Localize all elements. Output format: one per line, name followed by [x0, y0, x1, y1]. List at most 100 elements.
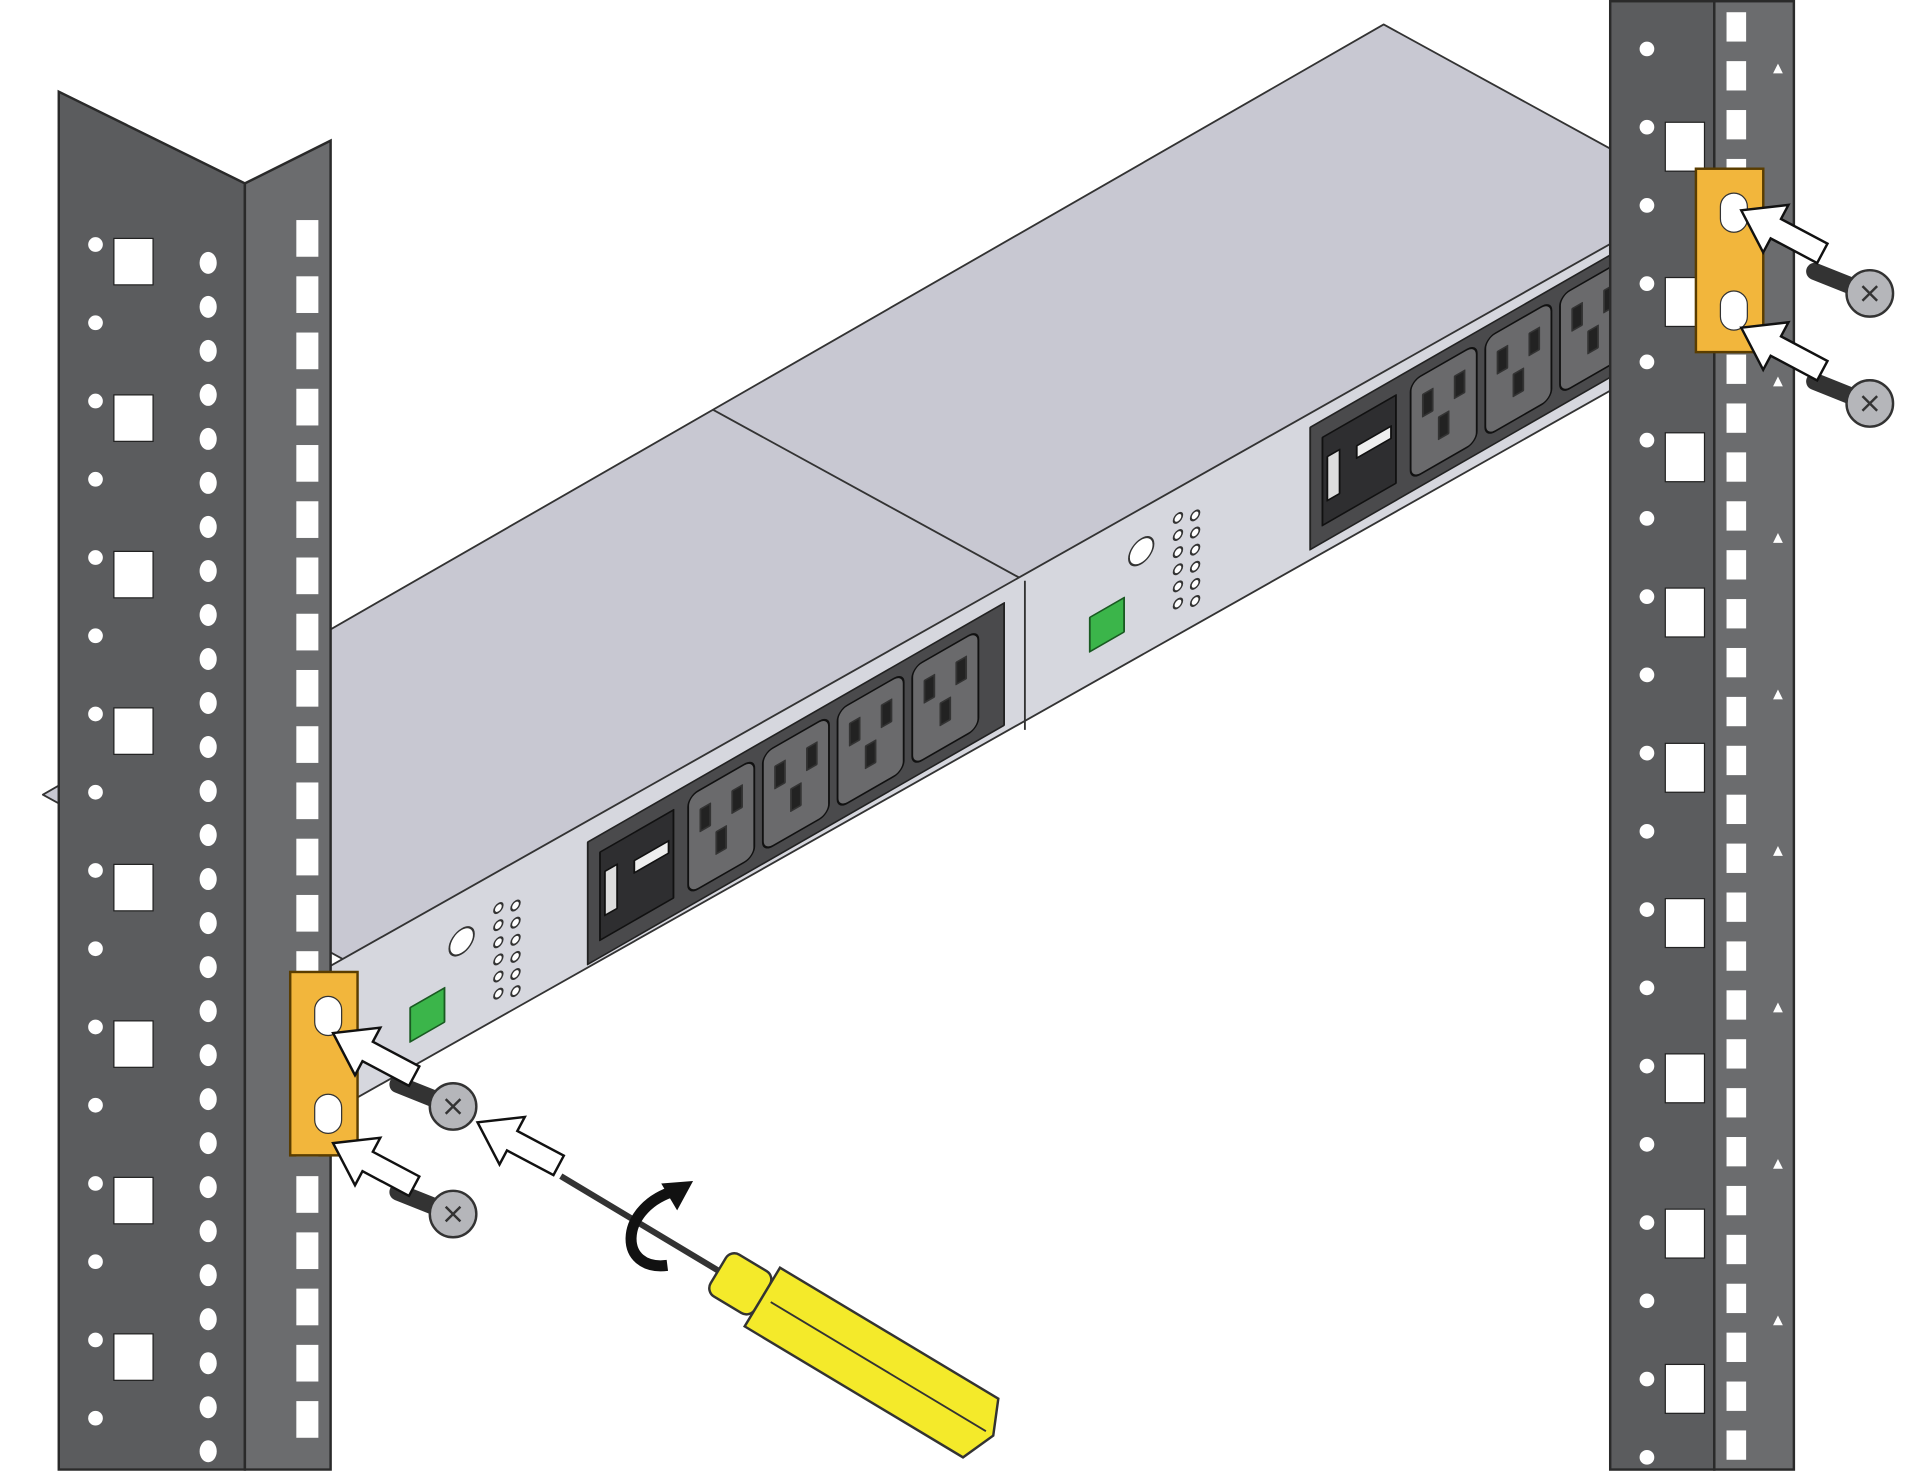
arrow-shape: [331, 1026, 421, 1088]
socket-pin: [731, 784, 743, 814]
arrow-shape: [1739, 203, 1830, 265]
round-hole: [1639, 276, 1655, 291]
vent-hole: [510, 933, 521, 946]
power-inlet: [1321, 394, 1397, 527]
vent-hole: [1189, 509, 1201, 522]
round-hole: [88, 550, 103, 565]
slot-hole: [1726, 550, 1747, 580]
round-hole: [88, 1254, 103, 1270]
square-hole: [113, 1176, 154, 1225]
round-hole: [88, 1019, 103, 1035]
round-hole: [1639, 41, 1655, 57]
arrow-shape: [475, 1115, 566, 1177]
arrow-shape: [331, 1136, 421, 1198]
vent-hole: [493, 987, 504, 1000]
round-hole: [88, 706, 103, 722]
square-hole: [1664, 1053, 1706, 1104]
fuse-icon: [1326, 448, 1341, 502]
slot-hole: [296, 1344, 319, 1382]
arrow-shape: [1739, 320, 1830, 383]
slot-hole: [1726, 1283, 1747, 1314]
slot-hole: [1726, 354, 1747, 384]
vent-hole: [1189, 543, 1201, 556]
socket-pin: [1421, 387, 1434, 418]
round-hole: [1639, 902, 1655, 917]
slot-hole: [296, 782, 319, 820]
slot-hole: [1726, 403, 1747, 433]
pdu-seam-top: [712, 408, 1026, 582]
square-hole: [1664, 432, 1706, 483]
slot-hole: [1726, 1088, 1747, 1118]
round-hole: [199, 691, 217, 714]
round-hole: [1639, 1450, 1655, 1465]
slot-hole: [1726, 501, 1747, 531]
bracket-slot: [314, 995, 343, 1037]
inlet-pin: [633, 839, 670, 874]
vent-hole: [1172, 563, 1184, 576]
slot-hole: [296, 557, 319, 595]
screw-cross: [444, 1098, 462, 1115]
vent-hole: [510, 916, 521, 929]
square-hole: [1664, 897, 1706, 949]
round-hole: [199, 1000, 217, 1023]
round-hole: [88, 941, 103, 957]
fuse-icon: [603, 863, 619, 917]
round-hole: [199, 1440, 217, 1463]
round-hole: [199, 515, 217, 538]
square-hole: [113, 550, 154, 599]
slot-hole: [296, 220, 319, 257]
round-hole: [1639, 1371, 1655, 1387]
round-hole: [88, 628, 103, 644]
arrow-icon: [331, 1136, 421, 1198]
triangle-mark: [1773, 1002, 1783, 1013]
socket-pin: [1528, 326, 1541, 357]
slot-hole: [1726, 452, 1747, 482]
socket-pin: [774, 759, 786, 790]
reset-button: [448, 926, 475, 957]
slot-hole: [296, 894, 319, 932]
round-hole: [199, 956, 217, 979]
vent-hole: [510, 968, 521, 981]
round-hole: [88, 1332, 103, 1348]
vent-hole: [1172, 597, 1184, 610]
triangle-mark: [1773, 1315, 1783, 1326]
vent-hole: [493, 919, 504, 932]
vent-hole: [493, 953, 504, 966]
slot-hole: [296, 613, 319, 651]
vent-hole: [1172, 546, 1184, 559]
round-hole: [88, 471, 103, 487]
bracket-slot: [314, 1093, 343, 1134]
socket-pin: [955, 655, 968, 686]
round-hole: [199, 912, 217, 935]
terminal-block: [1088, 596, 1126, 653]
screwdriver-icon: [559, 1173, 1000, 1459]
vent-hole: [1189, 526, 1201, 539]
round-hole: [199, 1176, 217, 1199]
socket-pin: [923, 673, 936, 704]
vent-hole: [510, 985, 521, 998]
square-hole: [1664, 1208, 1706, 1259]
round-hole: [199, 1220, 217, 1243]
square-hole: [113, 1020, 154, 1068]
round-hole: [1639, 667, 1655, 683]
slot-hole: [296, 726, 319, 763]
square-hole: [1664, 1363, 1706, 1414]
round-hole: [199, 251, 217, 274]
arrow-icon: [331, 1026, 421, 1088]
power-inlet: [599, 808, 675, 942]
handle-edge: [770, 1301, 987, 1432]
socket-pin: [699, 802, 712, 833]
round-hole: [1639, 1058, 1655, 1074]
square-hole: [113, 237, 154, 286]
round-hole: [199, 736, 217, 759]
slot-hole: [1726, 1039, 1747, 1069]
round-hole: [199, 1396, 217, 1419]
vent-hole: [493, 970, 504, 983]
slot-hole: [296, 669, 319, 707]
round-hole: [199, 383, 217, 406]
vent-hole: [493, 936, 504, 949]
round-hole: [199, 1132, 217, 1155]
socket-pin: [1496, 344, 1509, 375]
round-hole: [1639, 1215, 1655, 1230]
